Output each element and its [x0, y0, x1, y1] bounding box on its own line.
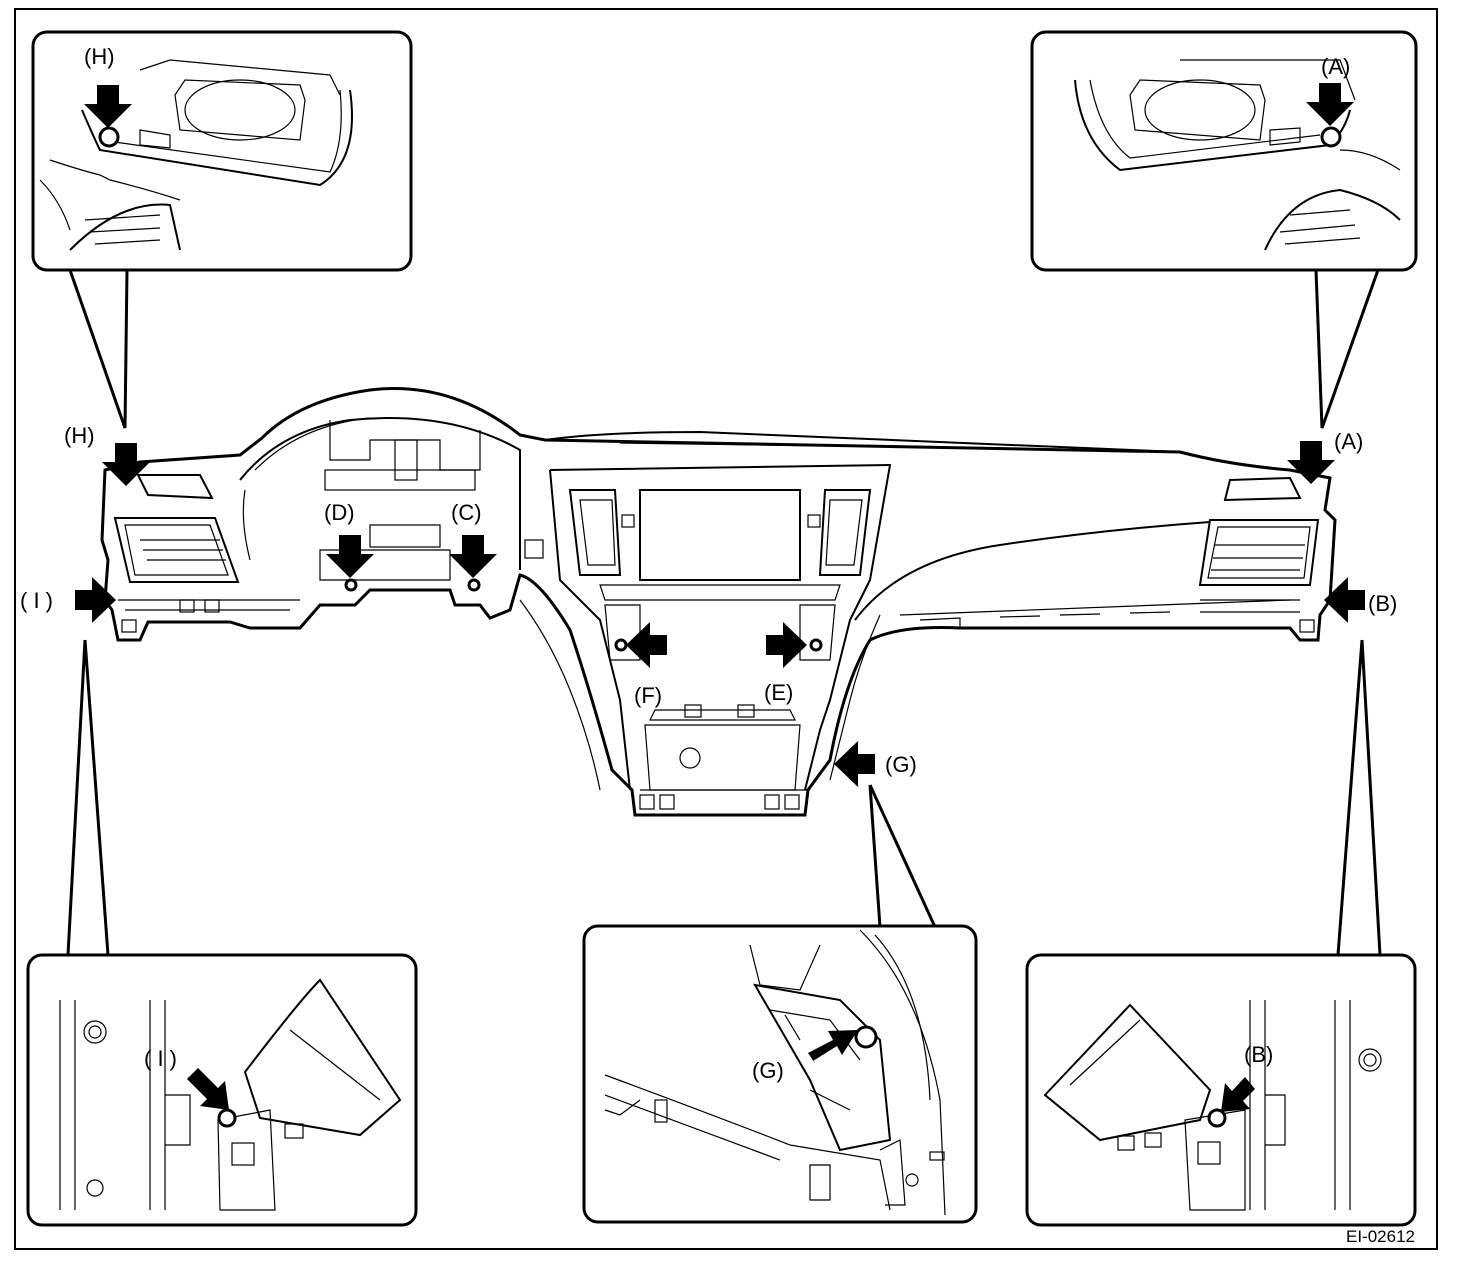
- instrument-panel-main: [100, 386, 1337, 817]
- detail-box-a: (A): [1030, 30, 1418, 272]
- label-i-main: ( I ): [20, 588, 53, 613]
- label-c-main: (C): [451, 500, 482, 525]
- detail-box-b: (B): [1025, 953, 1417, 1227]
- arrow-c-main: [449, 535, 497, 578]
- label-h-detail: (H): [84, 44, 115, 69]
- figure-code: EI-02612: [1346, 1227, 1415, 1246]
- label-g-main: (G): [885, 752, 917, 777]
- label-e-main: (E): [764, 680, 793, 705]
- arrow-i-main: [75, 577, 116, 623]
- label-i-detail: ( I ): [144, 1046, 177, 1071]
- detail-box-g: (G): [582, 924, 978, 1224]
- arrow-a-main: [1287, 441, 1335, 484]
- label-h-main: (H): [64, 423, 95, 448]
- label-b-detail: (B): [1244, 1042, 1273, 1067]
- detail-box-i: ( I ): [26, 953, 418, 1227]
- main-arrows: [75, 441, 1365, 787]
- label-d-main: (D): [324, 500, 355, 525]
- detail-box-h: (H): [31, 30, 413, 272]
- leader-lines: [66, 269, 1382, 957]
- main-labels: (H) (A) (D) (C) ( I ) (B) (F) (E) (G): [20, 423, 1397, 777]
- arrow-e-main: [766, 622, 807, 668]
- label-a-main: (A): [1334, 429, 1363, 454]
- figure-frame: [14, 8, 1438, 1250]
- arrow-b-main: [1324, 577, 1365, 623]
- label-a-detail: (A): [1321, 54, 1350, 79]
- arrow-h-main: [102, 443, 150, 486]
- arrow-g-main: [834, 741, 875, 787]
- arrow-f-main: [626, 622, 667, 668]
- label-f-main: (F): [634, 683, 662, 708]
- arrow-d-main: [326, 535, 374, 578]
- label-g-detail: (G): [752, 1058, 784, 1083]
- label-b-main: (B): [1368, 591, 1397, 616]
